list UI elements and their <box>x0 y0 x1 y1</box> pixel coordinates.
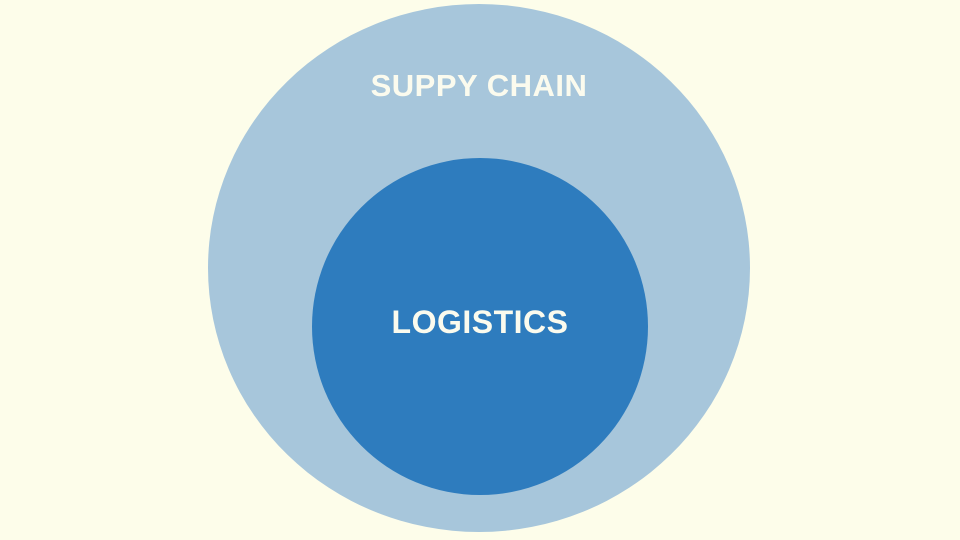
logistics-circle: LOGISTICS <box>312 158 648 495</box>
supply-chain-label: SUPPY CHAIN <box>370 68 588 103</box>
logistics-label: LOGISTICS <box>391 304 569 340</box>
